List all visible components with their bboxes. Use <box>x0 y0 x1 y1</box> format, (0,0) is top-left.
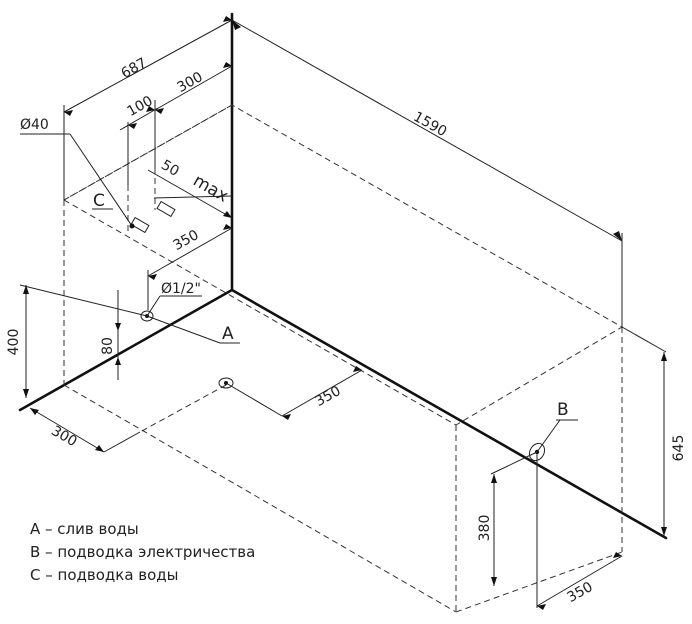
dimension-1590: 1590 <box>231 19 623 327</box>
dimension-300-bottom: 300 <box>29 407 141 453</box>
tub-bottom-right <box>455 551 623 613</box>
drain-outlet-a: A <box>146 315 240 389</box>
dimension-label-50: 50 <box>158 157 181 180</box>
dimension-label-100: 100 <box>124 93 155 120</box>
dimension-label-300-bottom: 300 <box>48 423 79 450</box>
tub-bottom-front <box>63 384 457 613</box>
bathtub-outline <box>63 104 623 613</box>
dimension-350-right: 350 <box>536 452 623 610</box>
drain-guide <box>139 384 227 433</box>
dimension-label-1590: 1590 <box>410 109 449 140</box>
legend-item-c: C – подводка воды <box>30 566 179 584</box>
dimension-label-350-mid: 350 <box>312 383 343 410</box>
dimension-label-diameter-40: Ø40 <box>20 117 49 133</box>
dimension-label-380: 380 <box>477 515 493 542</box>
diameter-40-callout: Ø40 <box>20 117 133 227</box>
dimension-645: 645 <box>621 326 687 538</box>
dimension-100: 100 <box>119 93 159 185</box>
dimension-label-max: max <box>189 171 231 207</box>
marker-c: C <box>93 191 105 211</box>
legend: A – слив воды B – подводка электричества… <box>30 520 255 584</box>
legend-item-b: B – подводка электричества <box>30 543 255 561</box>
dimension-50-max: 50 max <box>147 157 233 219</box>
tub-top-side <box>63 104 623 426</box>
wall-edges <box>18 12 668 540</box>
back-floor-edge <box>230 288 668 540</box>
dimension-label-350-top: 350 <box>170 227 201 254</box>
dimension-350-mid: 350 <box>225 366 363 420</box>
dimension-label-300-top: 300 <box>174 69 205 96</box>
legend-item-a: A – слив воды <box>30 520 139 538</box>
side-floor-edge <box>18 288 234 412</box>
dimension-300-top: 300 <box>154 62 233 168</box>
dimension-380: 380 <box>477 451 538 586</box>
tub-top-front <box>63 199 457 426</box>
dimension-label-687: 687 <box>118 55 149 82</box>
marker-a: A <box>222 324 234 344</box>
dimension-400: 400 <box>6 284 148 398</box>
drain-fitting-half-inch: Ø1/2" <box>140 281 202 322</box>
dimension-80: 80 <box>100 290 121 380</box>
dimension-label-645: 645 <box>671 435 687 462</box>
dimension-label-400: 400 <box>6 329 22 356</box>
dimension-label-80: 80 <box>100 337 116 355</box>
marker-b: B <box>557 400 569 420</box>
water-supply-fittings: C <box>92 191 176 234</box>
dimension-label-diameter-half-inch: Ø1/2" <box>161 281 201 297</box>
dimension-label-350-right: 350 <box>564 579 595 606</box>
tub-wall-top-line <box>63 104 233 201</box>
